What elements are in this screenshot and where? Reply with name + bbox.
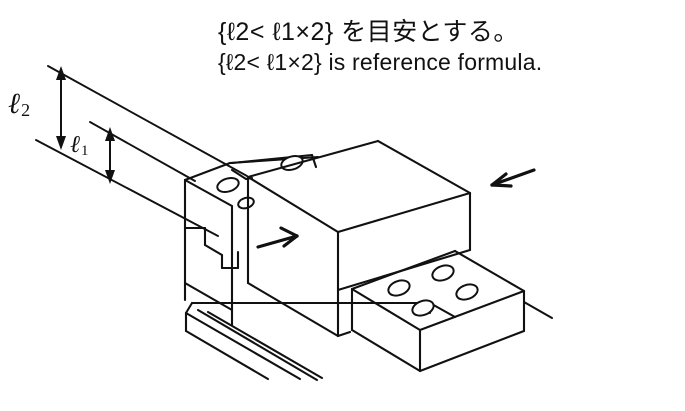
clamp-arrow-right-icon [490, 168, 536, 188]
dimension-symbol-l1: ℓ [70, 132, 80, 158]
hole [387, 279, 411, 297]
dimension-subscript-l2: 2 [21, 100, 31, 121]
note-line-japanese: {ℓ2< ℓ1×2} を目安とする。 [218, 18, 519, 46]
bolt-hole [237, 196, 255, 210]
step-block-holes [387, 264, 479, 317]
vise-body [183, 155, 320, 327]
dimension-leader-lines [35, 65, 248, 237]
hole [431, 264, 455, 282]
reference-formula-note: {ℓ2< ℓ1×2} を目安とする。 {ℓ2< ℓ1×2} is referen… [218, 20, 678, 74]
note-line-english: {ℓ2< ℓ1×2} is reference formula. [218, 49, 543, 75]
workpiece-main [246, 139, 472, 338]
dimension-subscript-l1: 1 [81, 142, 89, 159]
dimension-symbol-l2: ℓ [8, 88, 21, 120]
workpiece-step [350, 249, 554, 373]
clamp-arrow-left-icon [256, 226, 299, 249]
bolt-hole [216, 177, 240, 193]
dimension-arrow-l2 [56, 66, 66, 150]
hole [455, 283, 479, 301]
dimension-label-l1: ℓ1 [70, 132, 88, 160]
hole [411, 299, 435, 317]
jaw-plate-bolt-holes [216, 155, 304, 210]
leader-line-middle [35, 139, 219, 237]
leader-line-top [47, 65, 248, 177]
dimension-label-l2: ℓ2 [8, 88, 30, 121]
leader-line-lower [89, 121, 196, 182]
dimension-arrow-l1 [105, 127, 115, 184]
